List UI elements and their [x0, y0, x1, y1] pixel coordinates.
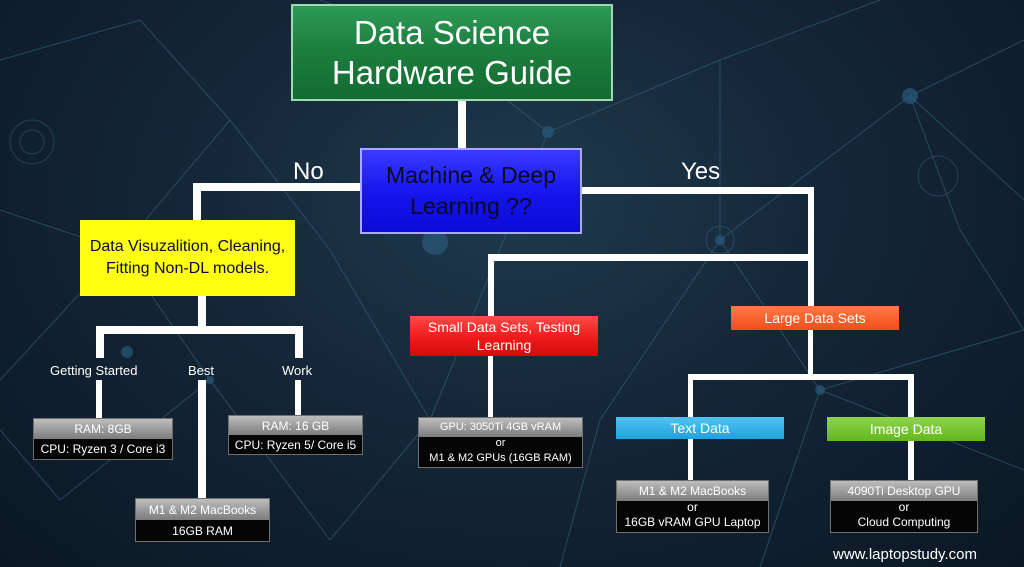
small-data-line2: Learning	[476, 337, 532, 353]
connector-work-drop	[295, 326, 303, 358]
small-data-sets-box: Small Data Sets, Testing Learning	[410, 316, 598, 356]
spec-best-ram: 16GB RAM	[136, 520, 269, 541]
spec-best-model: M1 & M2 MacBooks	[136, 499, 269, 520]
spec-work-ram: RAM: 16 GB	[229, 416, 362, 435]
connector-tiers-horizontal	[96, 326, 303, 334]
question-line1: Machine & Deep	[385, 162, 557, 188]
spec-small-m-series: M1 & M2 GPUs (16GB RAM)	[419, 448, 582, 467]
connector-split-horizontal	[488, 254, 814, 261]
non-dl-box: Data Visuzalition, Cleaning, Fitting Non…	[80, 220, 295, 296]
spec-image-or: or	[831, 500, 977, 514]
spec-image-cloud: Cloud Computing	[831, 512, 977, 532]
title-line2: Hardware Guide	[331, 53, 573, 91]
spec-best: M1 & M2 MacBooks 16GB RAM	[135, 498, 270, 542]
spec-getting-started-cpu: CPU: Ryzen 3 / Core i3	[34, 439, 172, 459]
branch-yes-label: Yes	[681, 158, 721, 185]
connector-small-spec	[488, 356, 493, 418]
connector-no-horizontal	[193, 183, 361, 191]
question-line2: Learning ??	[410, 193, 532, 219]
connector-image-drop	[908, 374, 914, 418]
connector-best-drop	[198, 380, 206, 498]
title-box: Data Science Hardware Guide	[291, 4, 613, 101]
image-data-label: Image Data	[869, 421, 943, 437]
spec-text-or: or	[617, 500, 768, 514]
spec-text-data: M1 & M2 MacBooks or 16GB vRAM GPU Laptop	[616, 480, 769, 533]
spec-text-macbooks: M1 & M2 MacBooks	[617, 481, 768, 501]
title-line1: Data Science	[353, 13, 551, 51]
non-dl-line2: Fitting Non-DL models.	[105, 260, 270, 277]
connector-title-question	[458, 100, 466, 150]
connector-text-drop	[688, 374, 693, 418]
connector-work-spec	[295, 380, 301, 416]
small-data-line1: Small Data Sets, Testing	[427, 319, 581, 335]
spec-image-gpu: 4090Ti Desktop GPU	[831, 481, 977, 501]
text-data-label: Text Data	[670, 420, 730, 436]
text-data-box: Text Data	[616, 417, 784, 439]
spec-text-laptop: 16GB vRAM GPU Laptop	[617, 512, 768, 532]
spec-image-data: 4090Ti Desktop GPU or Cloud Computing	[830, 480, 978, 533]
spec-work-cpu: CPU: Ryzen 5/ Core i5	[229, 435, 362, 454]
spec-work: RAM: 16 GB CPU: Ryzen 5/ Core i5	[228, 415, 363, 455]
connector-getting-started-drop	[96, 326, 104, 358]
connector-small-drop	[488, 254, 494, 317]
non-dl-line1: Data Visuzalition, Cleaning,	[89, 238, 286, 255]
spec-small-gpu: GPU: 3050Ti 4GB vRAM	[419, 418, 582, 437]
large-data-label: Large Data Sets	[764, 310, 866, 326]
branch-no-label: No	[293, 158, 324, 185]
spec-small-or: or	[419, 436, 582, 449]
connector-yes-horizontal	[581, 187, 814, 194]
large-data-sets-box: Large Data Sets	[731, 306, 899, 330]
tier-getting-started: Getting Started	[50, 363, 138, 378]
connector-no-drop	[193, 183, 201, 221]
connector-large-drop	[808, 254, 814, 307]
image-data-box: Image Data	[827, 417, 985, 441]
spec-getting-started: RAM: 8GB CPU: Ryzen 3 / Core i3	[33, 418, 173, 460]
connector-text-spec	[688, 439, 693, 481]
connector-image-spec	[908, 441, 914, 481]
machine-deep-learning-question: Machine & Deep Learning ??	[360, 148, 582, 234]
spec-small-data: GPU: 3050Ti 4GB vRAM or M1 & M2 GPUs (16…	[418, 417, 583, 468]
tier-best: Best	[188, 363, 215, 378]
connector-getting-started-spec	[96, 380, 102, 418]
tier-work: Work	[282, 363, 313, 378]
connector-large-down	[808, 330, 813, 378]
connector-yes-drop	[808, 187, 814, 259]
website-link[interactable]: www.laptopstudy.com	[833, 546, 977, 563]
spec-getting-started-ram: RAM: 8GB	[34, 419, 172, 439]
connector-large-horizontal	[688, 374, 914, 380]
connector-nondl-down	[198, 295, 206, 332]
